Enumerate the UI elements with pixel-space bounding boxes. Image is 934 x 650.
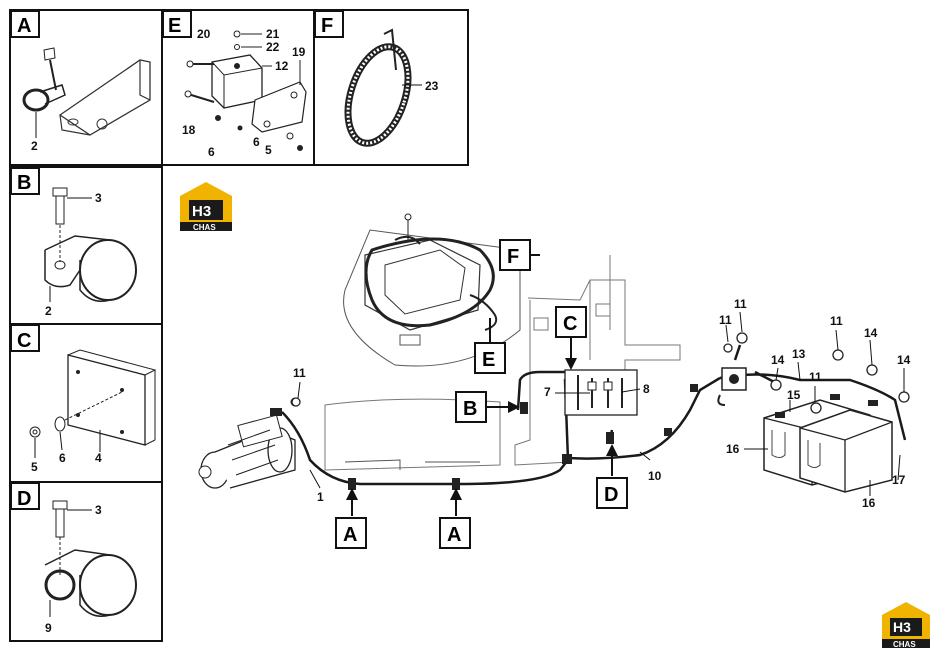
callout-c: C bbox=[555, 306, 587, 370]
starter-motor bbox=[198, 397, 300, 489]
panel-f-letter: F bbox=[321, 15, 333, 37]
logo-brand-bottom: CHAS bbox=[893, 640, 916, 649]
label-b14b: 14 bbox=[864, 326, 878, 340]
label-b11a: 11 bbox=[734, 297, 747, 311]
panel-e-label-6b: 6 bbox=[253, 135, 260, 149]
callout-b-letter: B bbox=[463, 398, 477, 420]
label-b14c: 14 bbox=[897, 353, 911, 367]
panel-e-label-6a: 6 bbox=[208, 145, 215, 159]
panel-e-letter: E bbox=[168, 15, 181, 37]
panel-d-label-9: 9 bbox=[45, 621, 52, 635]
label-10: 10 bbox=[648, 469, 662, 483]
detail-panel-d: D 3 9 bbox=[9, 481, 163, 642]
label-b16a: 16 bbox=[726, 442, 740, 456]
label-b11c: 11 bbox=[830, 314, 843, 328]
callout-a2: A bbox=[439, 488, 471, 549]
harness-overview bbox=[343, 213, 540, 367]
panel-c-label-4: 4 bbox=[95, 451, 102, 465]
main-part-labels: 11 1 7 8 10 11 11 11 11 13 14 14 14 15 1… bbox=[293, 297, 911, 510]
logo-mark: H3 bbox=[192, 203, 211, 220]
label-b13: 13 bbox=[792, 347, 806, 361]
detail-panel-e: E 20 21 22 12 19 18 6 6 5 bbox=[161, 9, 315, 166]
panel-c-label-6: 6 bbox=[59, 451, 66, 465]
panel-a-label-2: 2 bbox=[31, 139, 38, 153]
callout-c-letter: C bbox=[563, 313, 577, 335]
callout-e-letter: E bbox=[482, 349, 495, 371]
panel-c-label-5: 5 bbox=[31, 460, 38, 474]
callout-a1: A bbox=[335, 488, 367, 549]
panel-e-label-20: 20 bbox=[197, 27, 211, 41]
panel-b-label-2: 2 bbox=[45, 304, 52, 318]
panel-a-letter: A bbox=[17, 15, 31, 37]
callout-f: F bbox=[499, 239, 531, 271]
label-b16b: 16 bbox=[862, 496, 876, 510]
label-7: 7 bbox=[544, 385, 551, 399]
brand-logo-top: H3 CHAS bbox=[180, 182, 232, 232]
label-b15: 15 bbox=[787, 388, 801, 402]
panel-e-label-12: 12 bbox=[275, 59, 289, 73]
label-b11d: 11 bbox=[809, 370, 822, 384]
callout-a1-letter: A bbox=[343, 524, 357, 546]
label-8: 8 bbox=[643, 382, 650, 396]
panel-e-label-21: 21 bbox=[266, 27, 280, 41]
panel-b-label-3: 3 bbox=[95, 191, 102, 205]
leader-lines bbox=[297, 311, 905, 496]
label-cable-1: 1 bbox=[317, 490, 324, 504]
callout-d: D bbox=[596, 444, 628, 509]
label-b17: 17 bbox=[892, 473, 906, 487]
panel-f-label-23: 23 bbox=[425, 79, 439, 93]
logo-mark-bottom: H3 bbox=[893, 619, 911, 635]
battery-switch bbox=[717, 367, 747, 406]
label-starter-11: 11 bbox=[293, 366, 306, 380]
battery-pair bbox=[763, 394, 893, 493]
detail-panel-b: B 3 2 bbox=[9, 166, 163, 325]
cable-clips bbox=[348, 384, 698, 490]
panel-e-label-22: 22 bbox=[266, 40, 280, 54]
panel-e-label-19: 19 bbox=[292, 45, 306, 59]
panel-e-label-5: 5 bbox=[265, 143, 272, 157]
label-b11b: 11 bbox=[719, 313, 732, 327]
callout-a2-letter: A bbox=[447, 524, 461, 546]
panel-c-letter: C bbox=[17, 330, 31, 352]
callout-d-letter: D bbox=[604, 484, 618, 506]
detail-panel-f: F 23 bbox=[313, 9, 469, 166]
logo-brand: CHAS bbox=[193, 223, 216, 232]
detail-panel-a: A 2 bbox=[9, 9, 163, 166]
panel-b-letter: B bbox=[17, 172, 31, 194]
label-b14a: 14 bbox=[771, 353, 785, 367]
callout-b: B bbox=[455, 391, 520, 423]
brand-logo-bottom: H3 CHAS bbox=[882, 602, 930, 649]
callout-e: E bbox=[474, 342, 506, 374]
panel-d-label-3: 3 bbox=[95, 503, 102, 517]
detail-panel-c: C 5 6 4 bbox=[9, 323, 163, 483]
panel-e-label-18: 18 bbox=[182, 123, 196, 137]
panel-d-letter: D bbox=[17, 488, 31, 510]
callout-f-letter: F bbox=[507, 246, 519, 268]
